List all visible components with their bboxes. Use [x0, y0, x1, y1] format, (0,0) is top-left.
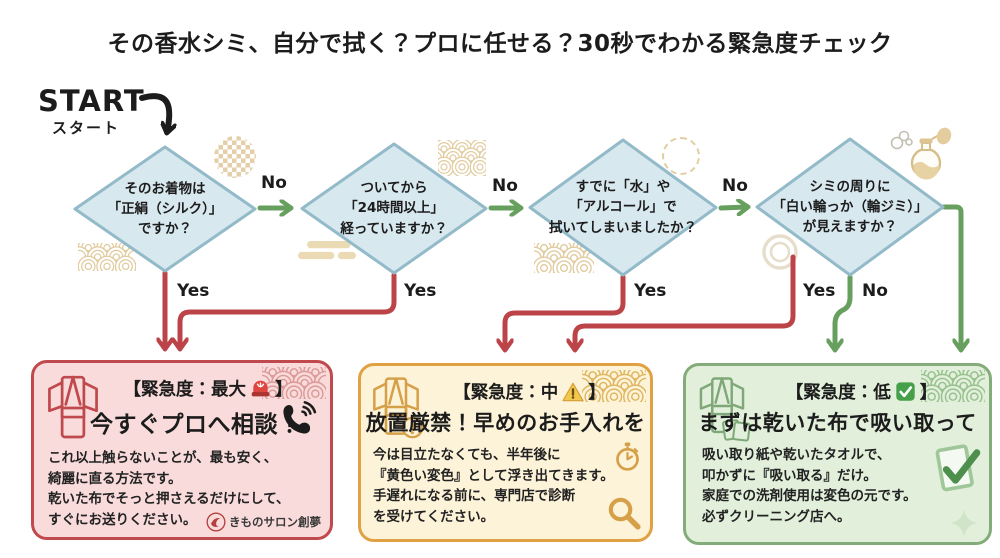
- edge-label-yes: Yes: [803, 281, 836, 301]
- edge-label-no: No: [492, 176, 518, 196]
- edge-label-no: No: [722, 176, 748, 196]
- low-urgency-headline: まずは乾いた布で吸い取って: [698, 411, 977, 435]
- result-box-max-urgency: 【緊急度：最大 】 今すぐプロへ相談！ これ以上触らないことが、最も安く、 綺麗…: [31, 360, 333, 540]
- result-box-low-urgency: 【緊急度：低 】 まずは乾いた布で吸い取って 吸い取り紙や乾いたタオルで、 叩か…: [683, 363, 992, 545]
- brand-logo: きものサロン創夢: [206, 512, 321, 532]
- crane-logo-icon: [206, 512, 226, 532]
- result-box-mid-urgency: 【緊急度：中 】 放置厳禁！早めのお手入れを 今は目立たなくても、半年後に 『黄…: [358, 363, 653, 542]
- max-urgency-body: これ以上触らないことが、最も安く、 綺麗に直る方法です。 乾いた布でそっと押さえ…: [48, 450, 290, 528]
- edge-label-no: No: [261, 173, 287, 193]
- paper-check-icon: [931, 440, 983, 496]
- decision-wiped-question: すでに「水」や「アルコール」で拭いてしまいましたか？: [548, 179, 698, 236]
- brand-logo-text: きものサロン創夢: [229, 515, 321, 529]
- phone-icon: [279, 400, 317, 438]
- edge-label-no: No: [862, 281, 888, 301]
- decision-ring-stain: シミの周りに「白い輪っか（輪ジミ）」が見えますか？: [755, 137, 945, 277]
- mid-urgency-headline: 放置厳禁！早めのお手入れを: [365, 411, 646, 435]
- decision-wiped: すでに「水」や「アルコール」で拭いてしまいましたか？: [528, 138, 718, 277]
- warning-icon: [562, 382, 584, 402]
- page-title: その香水シミ、自分で拭く？プロに任せる？30秒でわかる緊急度チェック: [107, 31, 893, 57]
- edge-label-yes: Yes: [177, 281, 210, 301]
- check-icon: [895, 381, 916, 402]
- start-sublabel: スタート: [52, 119, 121, 137]
- siren-icon: [250, 378, 271, 399]
- start-label: START: [38, 84, 145, 118]
- low-urgency-body: 吸い取り紙や乾いたタオルで、 叩かずに『吸い取る』だけ。 家庭での洗剤使用は変色…: [702, 447, 917, 525]
- dotted-circle-decor: [662, 137, 700, 175]
- decision-silk: そのお着物は「正絹（シルク）」ですか？: [73, 145, 257, 273]
- decision-silk-question: そのお着物は「正絹（シルク）」ですか？: [107, 180, 223, 238]
- max-urgency-headline: 今すぐプロへ相談！: [90, 412, 302, 438]
- edge-label-yes: Yes: [634, 281, 667, 301]
- decision-24hours: ついてから「24時間以上」経っていますか？: [300, 142, 488, 275]
- stopwatch-icon: [614, 442, 641, 471]
- decision-ring-stain-question: シミの周りに「白い輪っか（輪ジミ）」が見えますか？: [772, 178, 928, 236]
- checkered-circle-decor: [214, 136, 256, 178]
- edge-label-yes: Yes: [404, 281, 437, 301]
- mid-urgency-body: 今は目立たなくても、半年後に 『黄色い変色』として浮き出てきます。 手遅れになる…: [373, 447, 614, 525]
- decision-24hours-question: ついてから「24時間以上」経っていますか？: [340, 180, 448, 237]
- max-urgency-header: 【緊急度：最大 】: [123, 378, 293, 400]
- mid-urgency-header: 【緊急度：中 】: [453, 382, 606, 403]
- sparkle-icon: [949, 508, 979, 538]
- low-urgency-header: 【緊急度：低 】: [785, 381, 938, 403]
- magnifier-icon: [606, 495, 642, 531]
